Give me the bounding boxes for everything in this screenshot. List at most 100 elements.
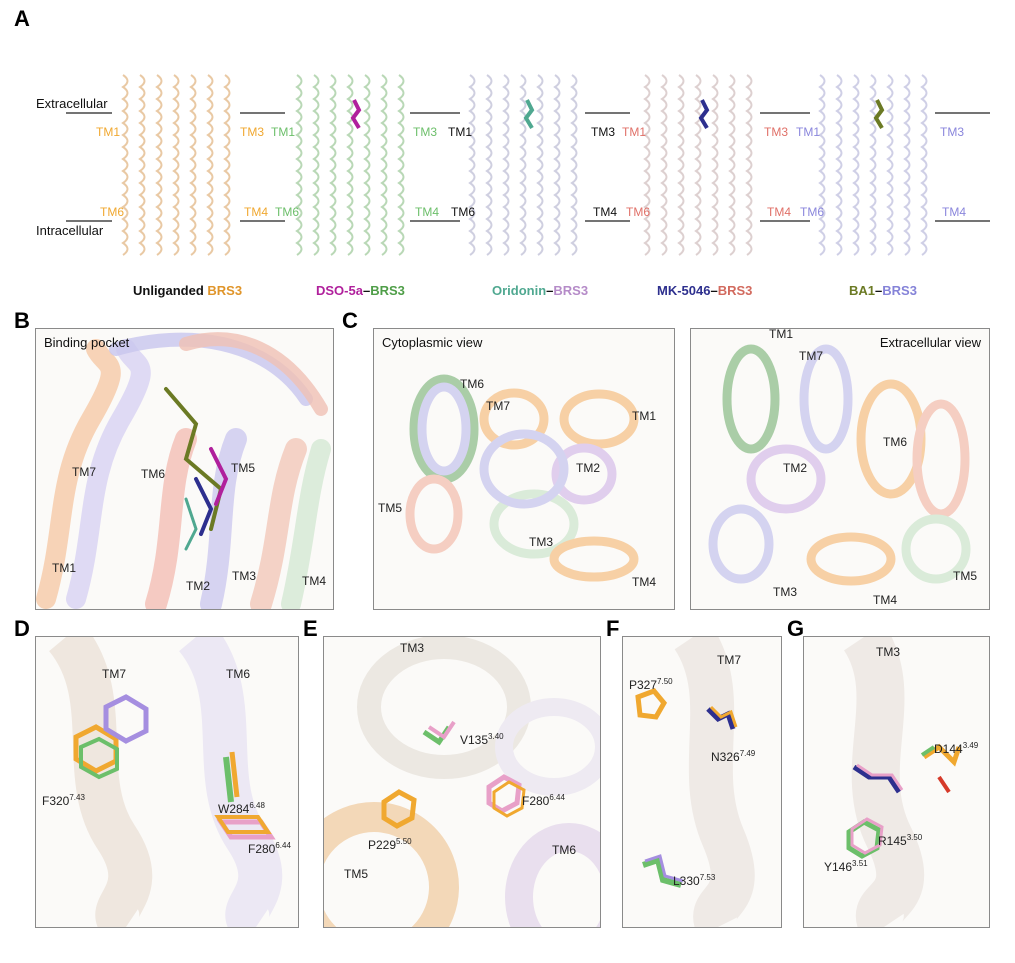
caption-oridonin: Oridonin–BRS3	[492, 283, 589, 298]
panel-label-b: B	[14, 308, 30, 333]
c-cyto-tm7: TM7	[486, 399, 510, 413]
panel-f-frame: TM7 P3277.50 N3267.49 L3307.53	[622, 636, 782, 928]
e-tm6: TM6	[552, 843, 576, 857]
helix-tm	[172, 74, 180, 256]
s4-tm6: TM6	[626, 205, 650, 219]
receptor-structure-4	[643, 74, 753, 256]
intracellular-label: Intracellular	[36, 223, 104, 238]
membrane-lines	[66, 112, 990, 222]
panel-label-c: C	[342, 308, 358, 333]
d-tm6: TM6	[226, 667, 250, 681]
helix-tm	[835, 74, 843, 256]
panel-label-a: A	[14, 6, 30, 31]
panel-e-frame: TM3 TM5 TM6 V1353.40 F2806.44 P2295.50	[323, 636, 601, 928]
helix-tm	[869, 74, 877, 256]
caption-dso5a: DSO-5a–BRS3	[316, 283, 405, 298]
helix-tm	[818, 74, 826, 256]
panel-c-extra-title: Extracellular view	[879, 335, 981, 350]
s2-tm3: TM3	[413, 125, 437, 139]
helix-tm	[155, 74, 163, 256]
s1-tm6: TM6	[100, 205, 124, 219]
s5-tm1: TM1	[796, 125, 820, 139]
panel-c-extra-frame: Extracellular view TM1 TM7 TM6 TM2 TM5 T…	[690, 328, 990, 610]
s4-tm3: TM3	[764, 125, 788, 139]
helix-tm	[189, 74, 197, 256]
b-tm5: TM5	[231, 461, 255, 475]
ligand-3	[523, 99, 535, 130]
helix-tm	[223, 74, 231, 256]
helix-tm	[920, 74, 928, 256]
e-tm3: TM3	[400, 641, 424, 655]
panel-b-art	[36, 332, 331, 609]
panel-c-extra-art	[708, 344, 971, 586]
helix-tm	[397, 74, 405, 256]
c-cyto-tm1: TM1	[632, 409, 656, 423]
d-tm7: TM7	[102, 667, 126, 681]
s1-tm4: TM4	[244, 205, 268, 219]
c-extra-tm4: TM4	[873, 593, 897, 607]
c-extra-tm5: TM5	[953, 569, 977, 583]
helix-tm	[728, 74, 736, 256]
helix-tm	[363, 74, 371, 256]
e-res-v135: V1353.40	[460, 732, 504, 747]
receptor-structure-3	[468, 74, 578, 256]
b-tm2: TM2	[186, 579, 210, 593]
d-res-f280: F2806.44	[248, 841, 291, 856]
c-cyto-tm6: TM6	[460, 377, 484, 391]
panel-d-art	[48, 637, 283, 927]
helix-tm	[468, 74, 476, 256]
helix-tm	[121, 74, 129, 256]
f-tm7: TM7	[717, 653, 741, 667]
helix-tm	[711, 74, 719, 256]
s1-tm3: TM3	[240, 125, 264, 139]
c-extra-tm3: TM3	[773, 585, 797, 599]
g-res-d144: D1443.49	[934, 741, 979, 756]
b-tm7: TM7	[72, 465, 96, 479]
panel-b-title: Binding pocket	[44, 335, 130, 350]
helix-tm	[660, 74, 668, 256]
ligand-2	[350, 99, 362, 130]
helix-tm	[380, 74, 388, 256]
b-tm4: TM4	[302, 574, 326, 588]
panel-c-cyto-title: Cytoplasmic view	[382, 335, 483, 350]
s4-tm1: TM1	[622, 125, 646, 139]
helix-tm	[312, 74, 320, 256]
s2-tm4: TM4	[415, 205, 439, 219]
panel-b-frame: Binding pocket TM7 TM6 TM5 TM1 TM2 TM3 T…	[35, 328, 334, 610]
b-tm1: TM1	[52, 561, 76, 575]
s3-tm6: TM6	[451, 205, 475, 219]
helix-tm	[519, 74, 527, 256]
s3-tm1: TM1	[448, 125, 472, 139]
e-res-f280: F2806.44	[522, 793, 565, 808]
d-res-f320: F3207.43	[42, 793, 85, 808]
receptor-structure-2	[295, 74, 405, 256]
f-res-n326: N3267.49	[711, 749, 756, 764]
ligand-4	[698, 99, 710, 130]
c-cyto-tm3: TM3	[529, 535, 553, 549]
helix-tm	[643, 74, 651, 256]
helix-tm	[570, 74, 578, 256]
helix-tm	[852, 74, 860, 256]
panel-g-frame: TM3 D1443.49 R1453.50 Y1463.51	[803, 636, 990, 928]
f-res-l330: L3307.53	[673, 873, 716, 888]
helix-tm	[903, 74, 911, 256]
extracellular-label: Extracellular	[36, 96, 108, 111]
s3-tm4: TM4	[593, 205, 617, 219]
helix-tm	[694, 74, 702, 256]
panel-f-art	[635, 637, 755, 927]
helix-tm	[295, 74, 303, 256]
s2-tm1: TM1	[271, 125, 295, 139]
s4-tm4: TM4	[767, 205, 791, 219]
g-res-y146: Y1463.51	[824, 859, 868, 874]
helix-tm	[677, 74, 685, 256]
ligand-5	[873, 99, 885, 130]
s5-tm6: TM6	[800, 205, 824, 219]
helix-tm	[329, 74, 337, 256]
s5-tm3: TM3	[940, 125, 964, 139]
panel-c-cyto-frame: Cytoplasmic view TM6 TM7 TM1 TM2 TM5 TM3…	[373, 328, 675, 610]
caption-ba1: BA1–BRS3	[849, 283, 917, 298]
panel-label-d: D	[14, 616, 30, 641]
s3-tm3: TM3	[591, 125, 615, 139]
caption-mk5046: MK-5046–BRS3	[657, 283, 753, 298]
helix-tm	[536, 74, 544, 256]
